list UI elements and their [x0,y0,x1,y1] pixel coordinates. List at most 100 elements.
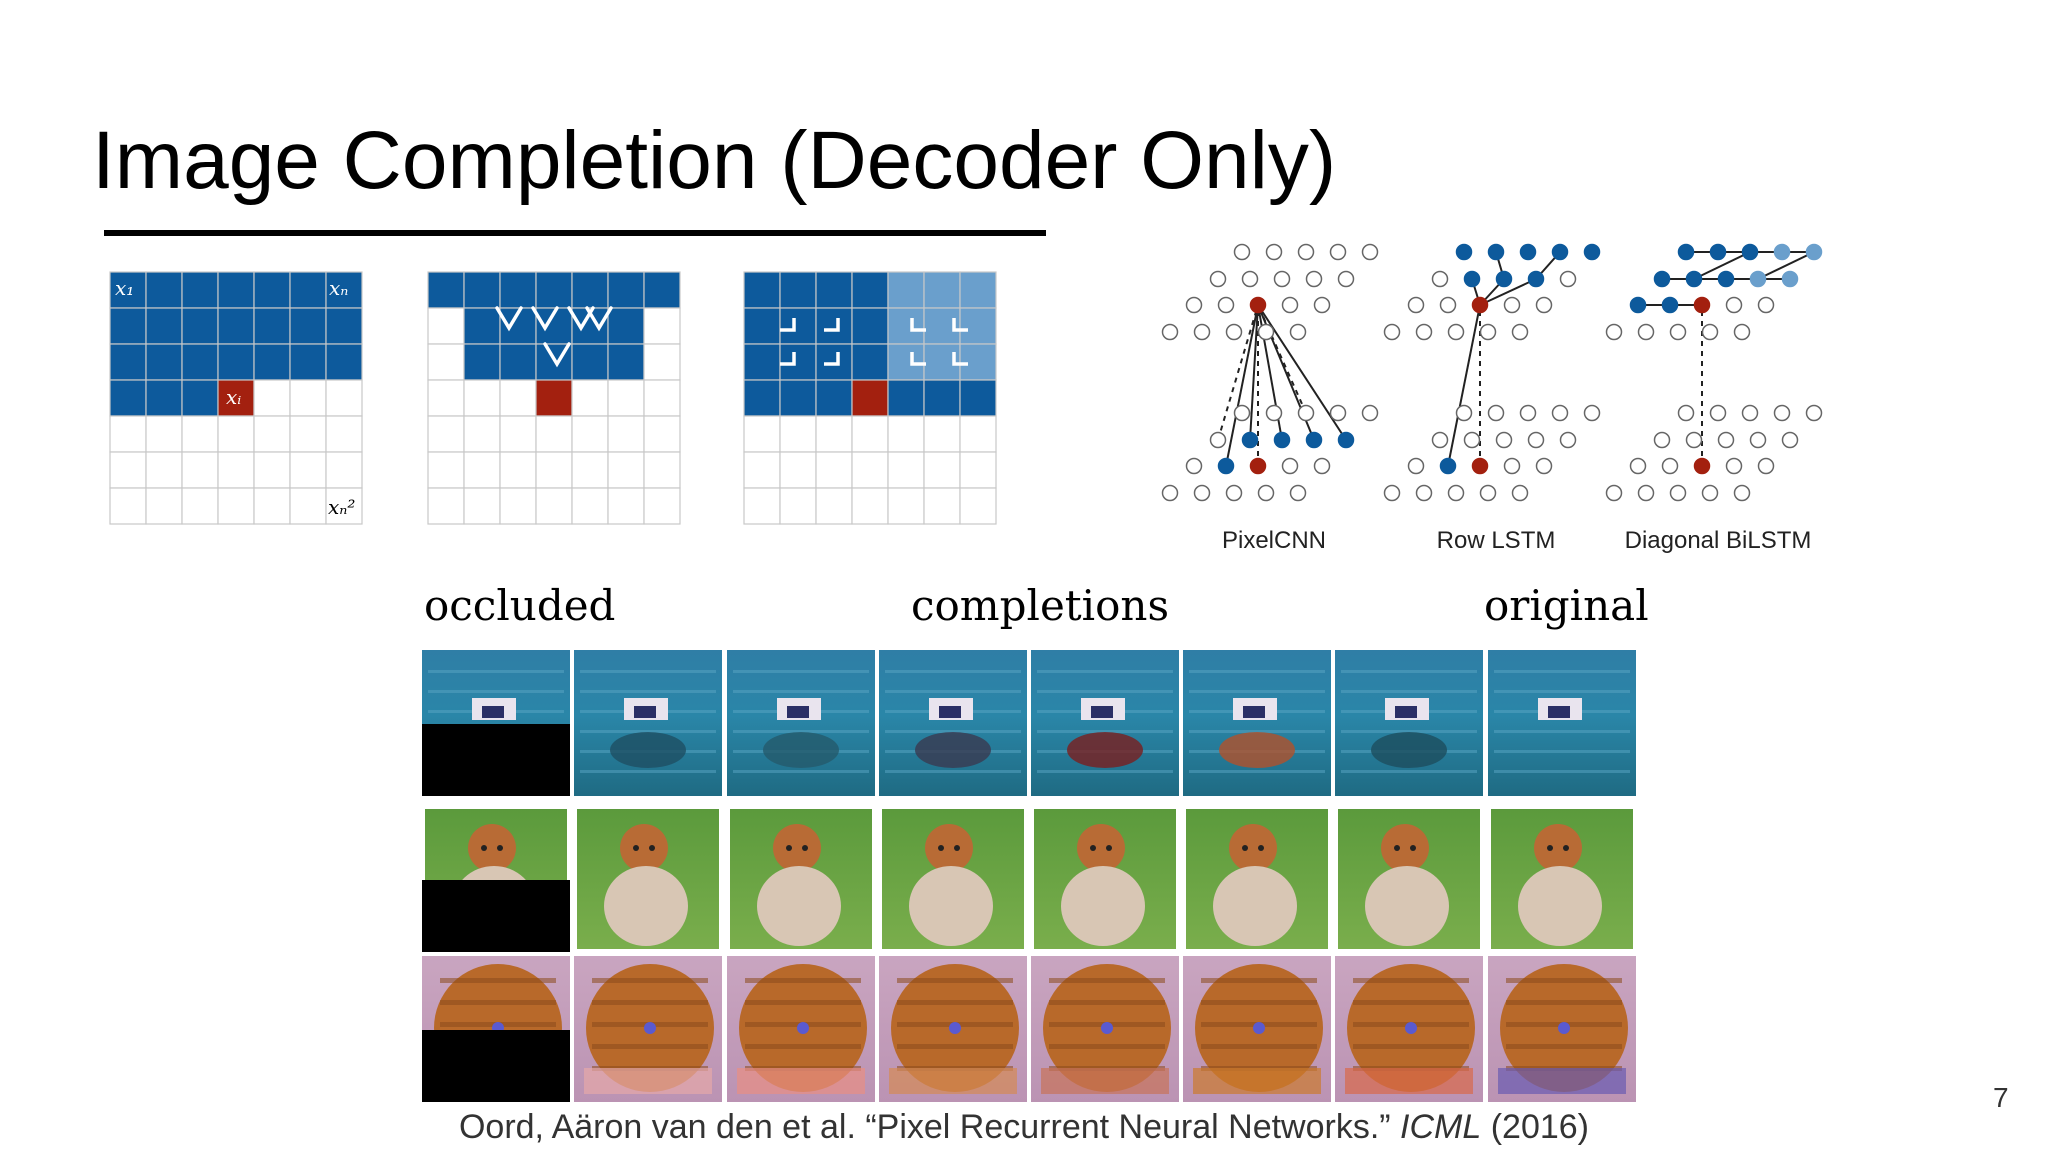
blue-spot [644,1022,656,1034]
dog-head [1229,824,1277,872]
completion-patch [1345,1068,1473,1094]
grid-cell [109,343,147,381]
grid-cell [851,379,889,417]
neuron [1439,296,1457,314]
water-scene-tile [422,650,570,796]
grid-cell [427,343,465,381]
neuron [1551,243,1569,261]
neuron [1757,457,1775,475]
water-scene-tile [727,650,875,796]
grid-cell [851,451,889,489]
grid-cell [145,487,183,525]
wave-stripe [1494,750,1630,753]
grid-cell [499,271,537,309]
grid-cell [427,451,465,489]
grid-cell [427,307,465,345]
connection-line [1225,304,1259,467]
dog-scene-tile [577,809,719,949]
grid-cell [217,307,255,345]
grid-cell [499,415,537,453]
grid-cell [253,415,291,453]
neuron [1725,457,1743,475]
citation-venue: ICML [1400,1108,1482,1146]
wood-scene-tile [879,956,1027,1102]
completion-patch [1041,1068,1169,1094]
grid-cell [607,487,645,525]
grid-cell [815,415,853,453]
blue-spot [1405,1022,1417,1034]
dog-eye [1090,845,1096,851]
neuron [1757,296,1775,314]
citation-year: (2016) [1481,1108,1590,1146]
boat-detail [787,706,809,718]
context-grids [109,271,997,525]
wood-grain [1201,978,1317,983]
grid-cell [289,307,327,345]
grid-cell [181,343,219,381]
neuron [1503,457,1521,475]
grid-cell [325,415,363,453]
neuron [1273,270,1291,288]
grid-cell [499,343,537,381]
dog-body [604,866,688,946]
label-xn2: xₙ² [328,495,355,519]
wave-stripe [885,690,1021,693]
wave-stripe [1037,770,1173,773]
grid-cell [959,271,997,309]
grid-cell [463,343,501,381]
neuron [1495,270,1513,288]
grid-cell [427,271,465,309]
neuron [1519,243,1537,261]
dog-head [1077,824,1125,872]
blue-spot [1101,1022,1113,1034]
wood-grain [897,978,1013,983]
neuron [1701,323,1719,341]
neuron [1185,296,1203,314]
neuron [1225,484,1243,502]
grid-cell [887,379,925,417]
dog-scene-tile [730,809,872,949]
grid-cell [145,307,183,345]
grid-cell [923,271,961,309]
wave-stripe [580,730,716,733]
grid-diagonal-context [743,271,997,525]
grid-cell [463,307,501,345]
grid-cell [217,415,255,453]
neuron [1297,404,1315,422]
corner-arrow-icon [780,352,796,366]
neuron [1511,323,1529,341]
neuron [1305,270,1323,288]
grid-cell [779,415,817,453]
grid-cell [851,487,889,525]
grid-cell [743,415,781,453]
neuron [1669,484,1687,502]
wave-stripe [1494,770,1630,773]
completion-blob [915,732,991,768]
grid-cell [253,271,291,309]
grid-cell [463,487,501,525]
neuron [1337,270,1355,288]
wood-grain [1353,1000,1469,1005]
arrow-icon [543,342,571,368]
neuron [1241,270,1259,288]
grid-cell [959,415,997,453]
neuron [1265,243,1283,261]
grid-cell [181,271,219,309]
grid-cell [217,271,255,309]
grid-cell [535,487,573,525]
dog-scene-tile [1186,809,1328,949]
grid-cell [325,451,363,489]
neuron [1313,457,1331,475]
grid-cell [181,307,219,345]
wave-stripe [1189,670,1325,673]
grid-cell [427,487,465,525]
wood-scene-tile [1488,956,1636,1102]
neuron [1605,323,1623,341]
arrow-icon [531,306,559,332]
grid-cell [463,379,501,417]
neuron [1725,296,1743,314]
grid-cell [607,379,645,417]
grid-cell [743,451,781,489]
water-scene-tile [1183,650,1331,796]
grid-cell [607,451,645,489]
